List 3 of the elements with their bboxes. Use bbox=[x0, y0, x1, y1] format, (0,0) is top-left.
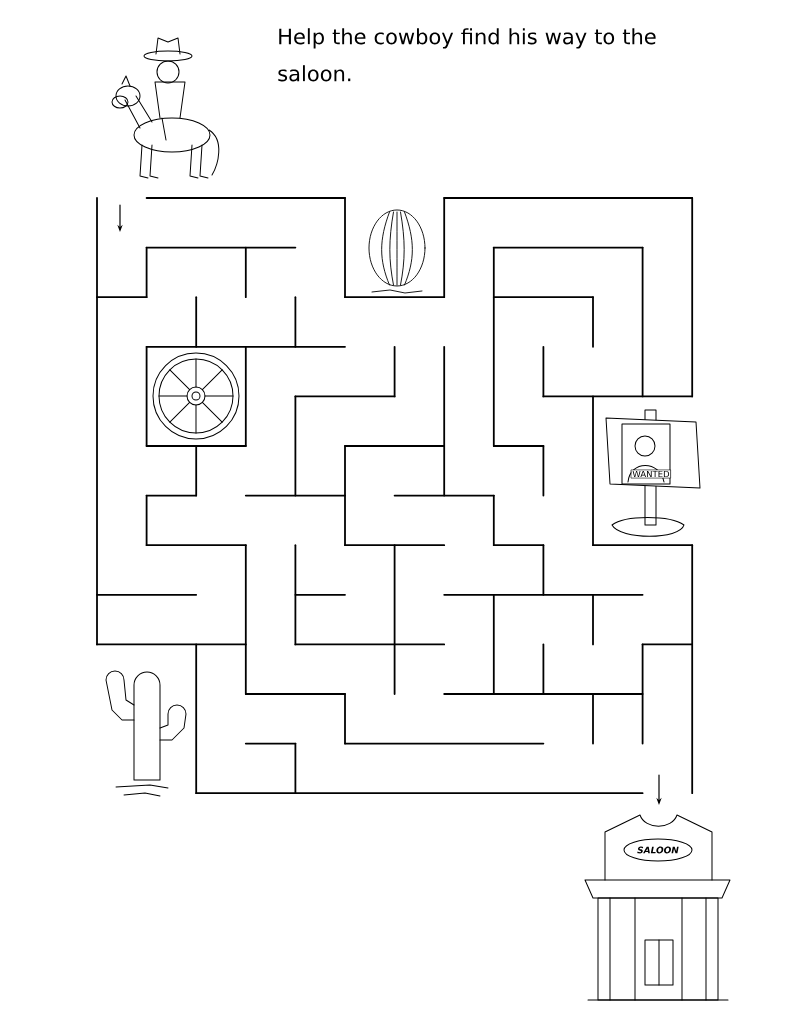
poster-label: WANTED bbox=[632, 470, 670, 478]
sign-label: SALOON bbox=[637, 846, 679, 854]
title: Help the cowboy find his way to the saloon. bbox=[278, 28, 656, 82]
